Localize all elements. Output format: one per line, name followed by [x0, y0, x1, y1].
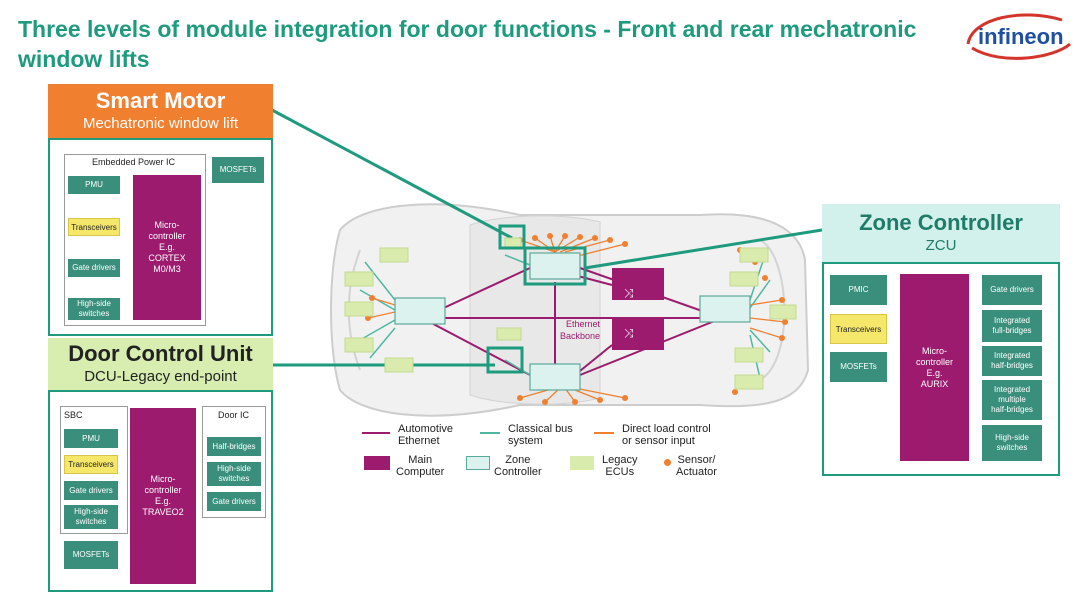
zone-title: Zone Controller [859, 210, 1023, 235]
legend-ethernet-label: Automotive Ethernet [398, 423, 454, 447]
dcu-gate-drivers-2-box: Gate drivers [207, 492, 261, 511]
legend-sensor-swatch [664, 459, 671, 466]
zone-controllers [394, 252, 751, 391]
sm-high-side-box: High-side switches [68, 298, 120, 320]
dcu-pmu-box: PMU [64, 429, 118, 448]
legend-ethernet-swatch [362, 432, 390, 434]
svg-text:⤨: ⤨ [624, 286, 634, 300]
dcu-mosfets-box: MOSFETs [64, 541, 118, 569]
logo-text: infineon [978, 24, 1064, 49]
legend-legacy-ecus-label: Legacy ECUs [602, 454, 638, 478]
dcu-subtitle: DCU-Legacy end-point [84, 368, 237, 385]
zone-connector [584, 228, 823, 270]
dcu-high-side-2-box: High-side switches [207, 462, 261, 486]
backbone-label: Backbone [560, 331, 600, 341]
zcu-mosfets-box: MOSFETs [830, 352, 887, 382]
zcu-pmic-box: PMIC [830, 275, 887, 305]
legacy-ecus [344, 237, 797, 390]
embedded-power-ic-label: Embedded Power IC [92, 157, 176, 167]
zcu-transceivers-box: Transceivers [830, 314, 887, 344]
legend-zone-controller-label: Zone Controller [494, 454, 542, 478]
smart-motor-subtitle: Mechatronic window lift [82, 115, 239, 132]
sm-microcontroller-box: Micro- controller E.g. CORTEX M0/M3 [133, 175, 201, 320]
dcu-transceivers-box: Transceivers [64, 455, 118, 474]
sm-gate-drivers-box: Gate drivers [68, 259, 120, 277]
zcu-microcontroller-box: Micro- controller E.g. AURIX [900, 274, 969, 461]
dcu-header: Door Control Unit DCU-Legacy end-point [48, 338, 273, 390]
dcu-high-side-box: High-side switches [64, 505, 118, 529]
sm-transceivers-box: Transceivers [68, 218, 120, 236]
legend-direct-load-swatch [594, 432, 614, 434]
zone-header: Zone Controller ZCU [822, 204, 1060, 262]
slide-title: Three levels of module integration for d… [18, 16, 917, 72]
zcu-high-side-box: High-side switches [982, 425, 1042, 461]
legend-classical-bus-label: Classical bus system [508, 423, 573, 447]
zcu-full-bridges-box: Integrated full-bridges [982, 310, 1042, 342]
zcu-half-bridges-box: Integrated half-bridges [982, 346, 1042, 376]
ethernet-label: Ethernet [566, 319, 601, 329]
sbc-label: SBC [64, 410, 83, 420]
legend-direct-load-label: Direct load control or sensor input [622, 423, 711, 447]
legend-zone-controller-swatch [466, 456, 490, 470]
dcu-title: Door Control Unit [68, 341, 253, 366]
legend-classical-bus-swatch [480, 432, 500, 434]
classical-bus [359, 254, 771, 379]
direct-load-lines [367, 235, 786, 403]
svg-text:⤨: ⤨ [624, 326, 634, 340]
legend-main-computer-label: Main Computer [396, 454, 445, 478]
infineon-logo: infineon [962, 8, 1074, 64]
zone-subtitle: ZCU [925, 237, 957, 254]
smart-motor-title: Smart Motor [95, 88, 226, 113]
dcu-half-bridges-box: Half-bridges [207, 437, 261, 456]
dcu-microcontroller-box: Micro- controller E.g. TRAVEO2 [130, 408, 196, 584]
legend-sensor-label: Sensor/ Actuator [676, 454, 717, 478]
sm-mosfets-box: MOSFETs [212, 157, 264, 183]
door-ic-label: Door IC [218, 410, 250, 420]
sm-pmu-box: PMU [68, 176, 120, 194]
legend-main-computer-swatch [364, 456, 390, 470]
zcu-gate-drivers-box: Gate drivers [982, 275, 1042, 305]
main-computers: ⤨ ⤨ [612, 268, 664, 350]
smart-motor-connector [271, 108, 513, 240]
zcu-multi-half-bridges-box: Integrated multiple half-bridges [982, 380, 1042, 420]
highlight-boxes [486, 224, 587, 374]
dcu-gate-drivers-box: Gate drivers [64, 481, 118, 500]
legend-legacy-ecus-swatch [570, 456, 594, 470]
smart-motor-header: Smart Motor Mechatronic window lift [48, 84, 273, 138]
